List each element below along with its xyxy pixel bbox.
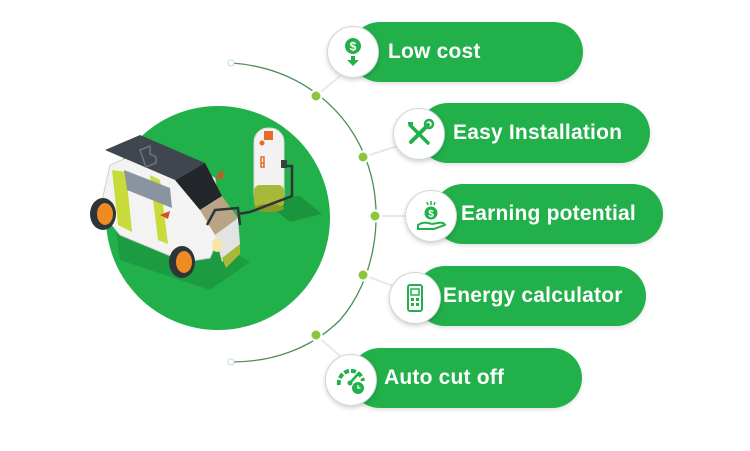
feature-label: Auto cut off [384, 366, 505, 389]
feature-label: Energy calculator [443, 284, 623, 307]
feature-label: Earning potential [461, 202, 636, 225]
feature-earning-potential[interactable]: Earning potential [433, 184, 663, 244]
hand-coin-icon: $ [405, 190, 457, 242]
connector-dot-5 [309, 328, 323, 342]
connector-dot-1 [309, 89, 323, 103]
calculator-icon [389, 272, 441, 324]
feature-auto-cut-off[interactable]: Auto cut off [350, 348, 582, 408]
connector-dot-2 [356, 150, 370, 164]
electric-car [90, 135, 242, 278]
svg-text:$: $ [350, 40, 357, 54]
arc-end-dot-bottom [227, 358, 235, 366]
svg-text:$: $ [428, 209, 434, 220]
dollar-down-arrow-icon: $ [327, 26, 379, 78]
connector-dot-3 [368, 209, 382, 223]
wrench-screwdriver-icon [393, 108, 445, 160]
feature-easy-installation[interactable]: Easy Installation [418, 103, 650, 163]
feature-low-cost[interactable]: Low cost [350, 22, 583, 82]
feature-energy-calculator[interactable]: Energy calculator [415, 266, 646, 326]
speedometer-timer-icon [325, 354, 377, 406]
feature-label: Low cost [388, 40, 481, 63]
connector-dot-4 [356, 268, 370, 282]
arc-end-dot-top [227, 59, 235, 67]
feature-label: Easy Installation [453, 121, 623, 144]
charging-station [237, 127, 294, 216]
